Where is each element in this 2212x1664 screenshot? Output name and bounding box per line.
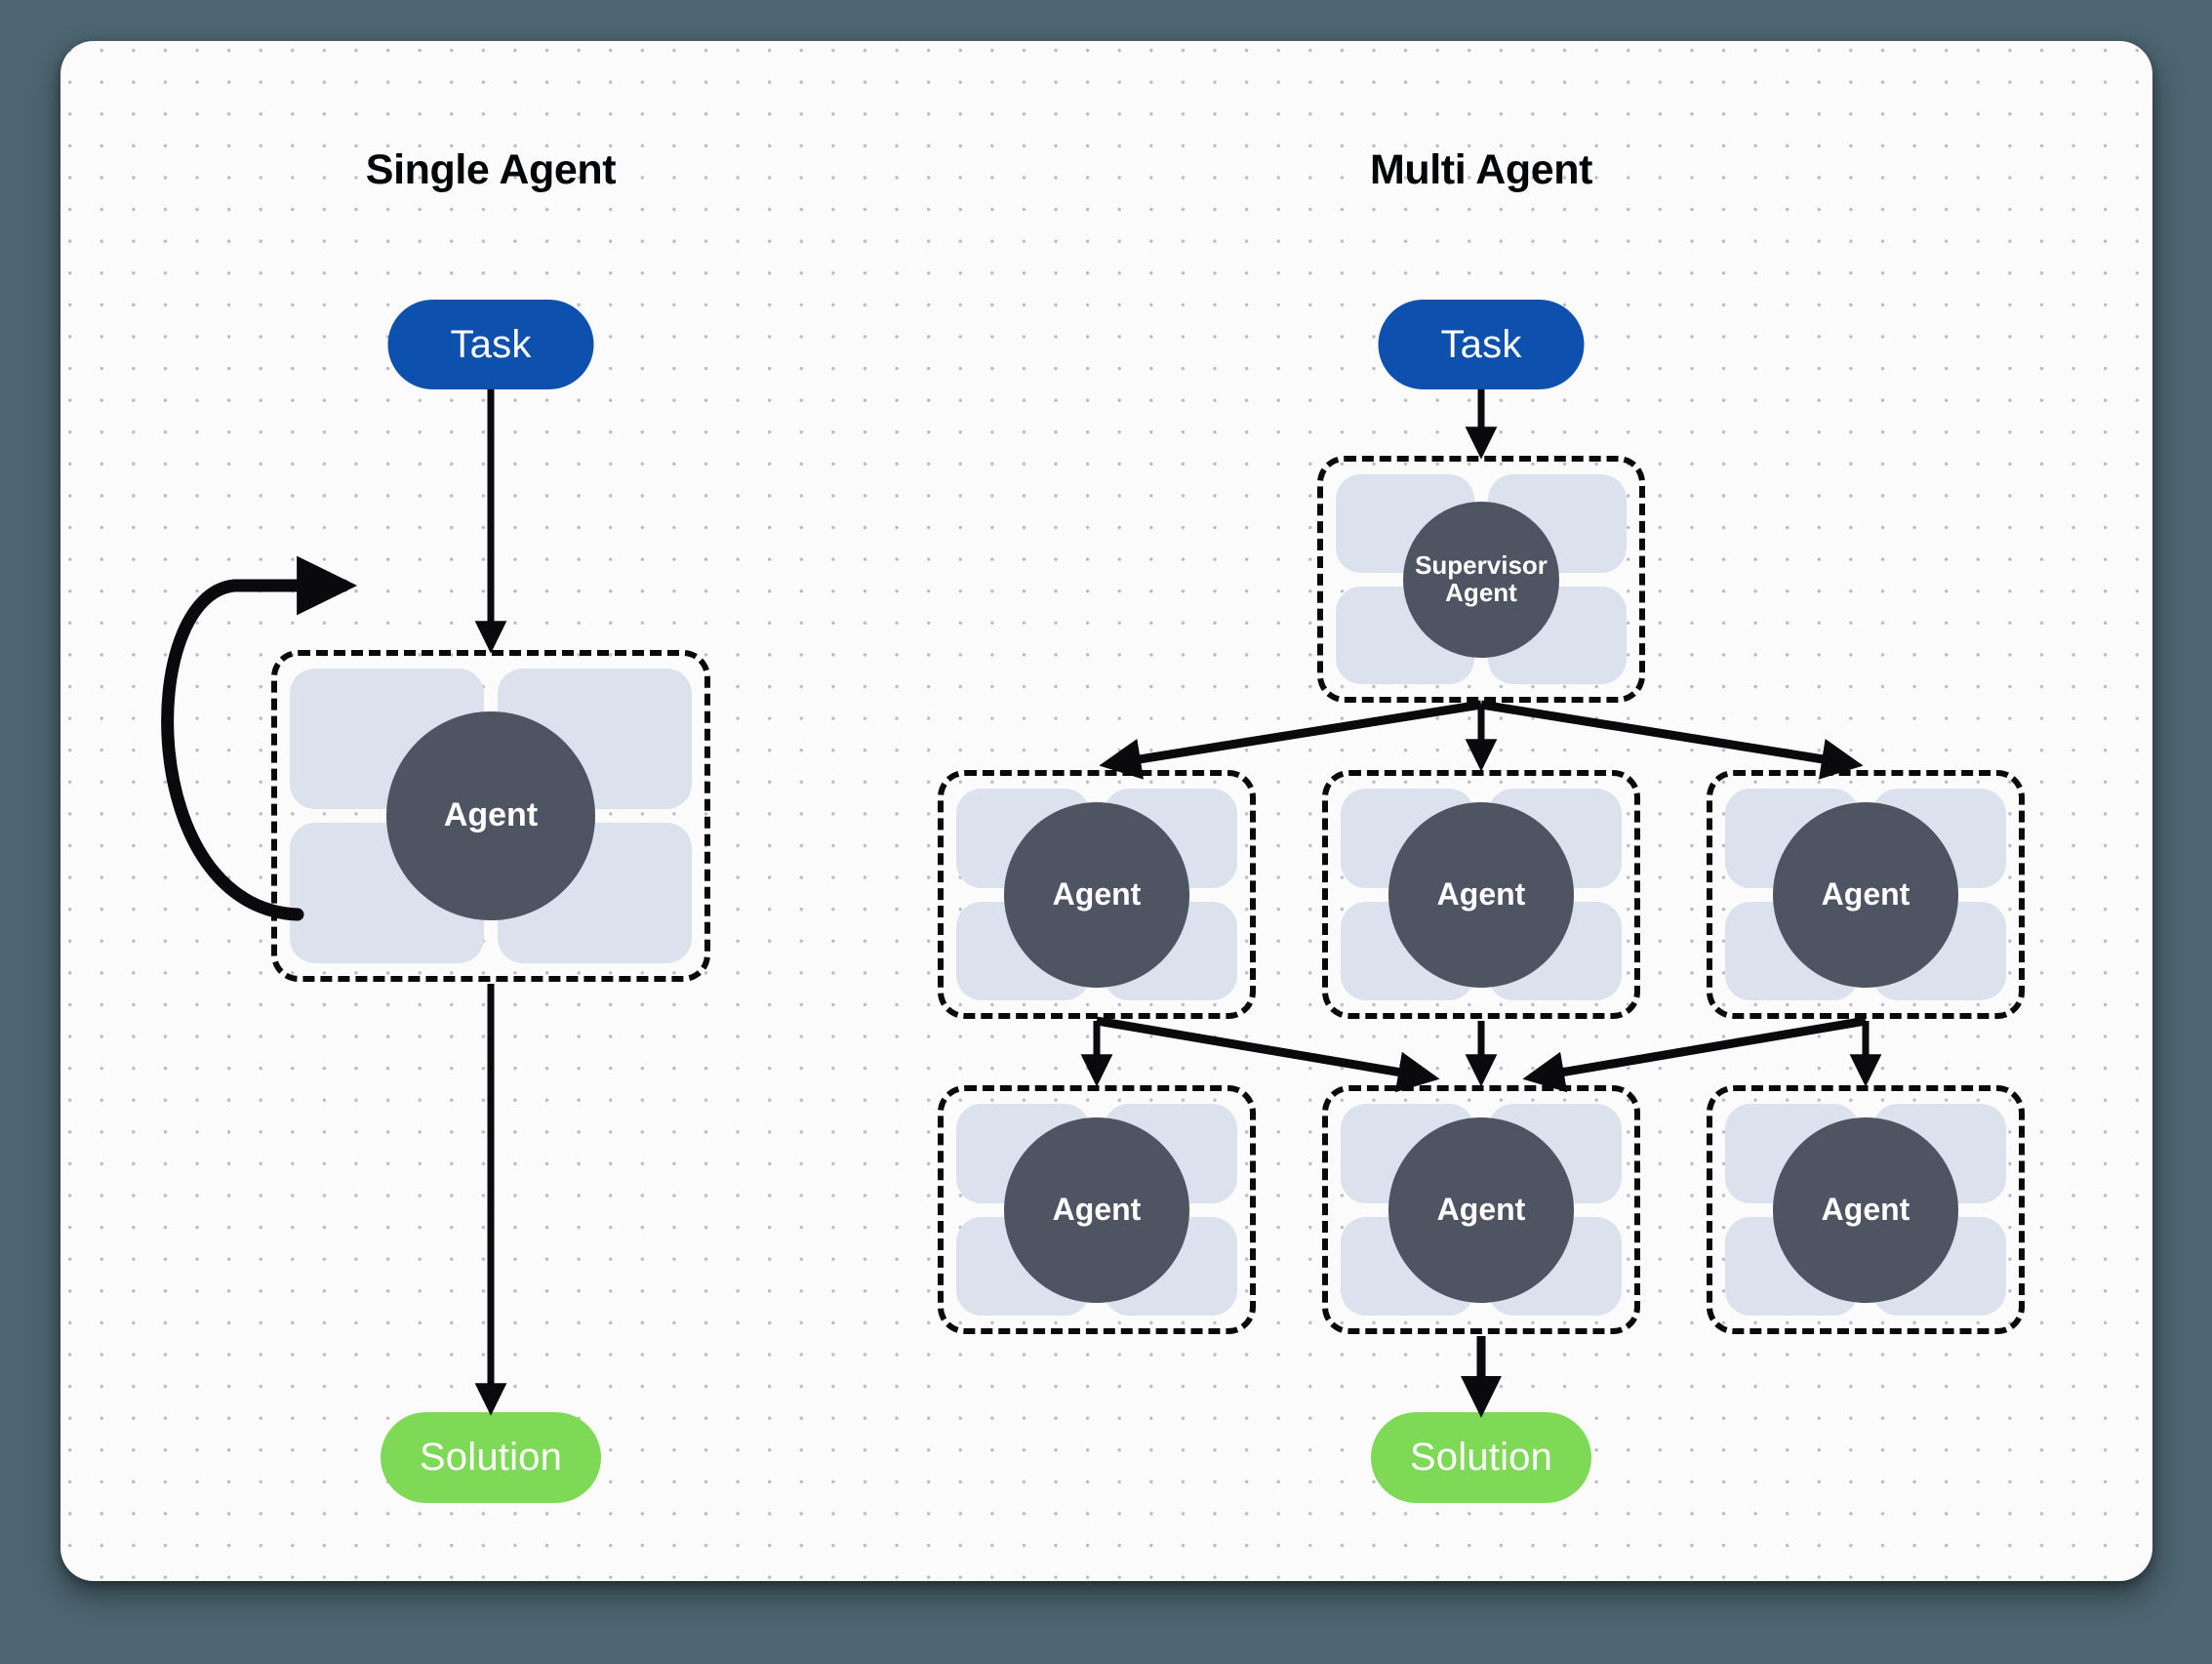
- supervisor-agent-circle-label: Supervisor Agent: [1403, 501, 1559, 658]
- agent-circle-label: Agent: [1773, 1116, 1958, 1303]
- multi-agent-row3-agent-3[interactable]: Agent: [1707, 1085, 2025, 1334]
- multi-agent-section-title: Multi Agent: [1369, 146, 1593, 193]
- agent-circle-label: Agent: [1388, 801, 1574, 988]
- single-agent-solution-node[interactable]: Solution: [381, 1412, 601, 1503]
- agent-circle-label: Agent: [1388, 1116, 1574, 1303]
- multi-agent-row3-agent-1[interactable]: Agent: [938, 1085, 1256, 1334]
- multi-agent-row2-agent-3[interactable]: Agent: [1707, 770, 2025, 1019]
- agent-circle-label: Agent: [1773, 801, 1958, 988]
- agent-circle-label: Agent: [386, 711, 595, 920]
- multi-agent-row2-agent-1[interactable]: Agent: [938, 770, 1256, 1019]
- multi-agent-solution-node[interactable]: Solution: [1371, 1412, 1591, 1503]
- supervisor-label-line-1: Supervisor: [1415, 550, 1548, 581]
- multi-agent-row2-agent-2[interactable]: Agent: [1322, 770, 1640, 1019]
- multi-agent-row3-agent-2[interactable]: Agent: [1322, 1085, 1640, 1334]
- multi-agent-task-node[interactable]: Task: [1378, 300, 1585, 389]
- single-agent-section-title: Single Agent: [365, 146, 617, 193]
- supervisor-label-line-2: Agent: [1445, 577, 1517, 607]
- single-agent-agent-module[interactable]: Agent: [271, 650, 710, 982]
- supervisor-agent-module[interactable]: Supervisor Agent: [1317, 456, 1645, 703]
- agent-circle-label: Agent: [1004, 801, 1189, 988]
- single-agent-task-node[interactable]: Task: [387, 300, 594, 389]
- agent-circle-label: Agent: [1004, 1116, 1189, 1303]
